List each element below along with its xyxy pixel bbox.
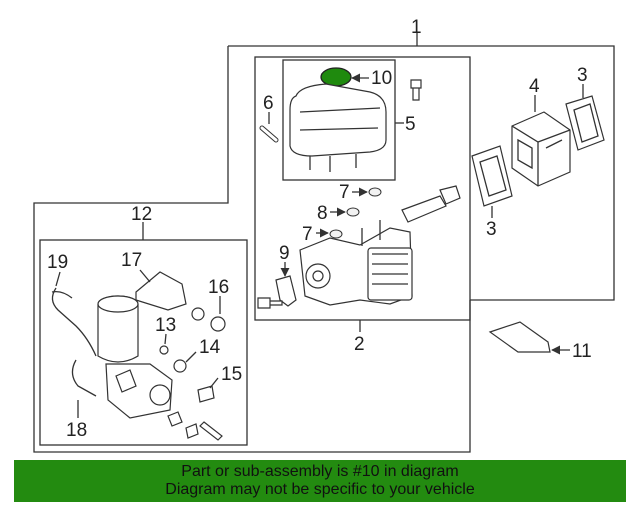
callout-18: 18 bbox=[66, 420, 87, 441]
part-14-grommet[interactable] bbox=[173, 359, 187, 373]
callout-16: 16 bbox=[208, 277, 229, 298]
part-16-grommet-a[interactable] bbox=[191, 307, 205, 321]
callout-1: 1 bbox=[411, 17, 422, 38]
leader-19 bbox=[55, 271, 61, 287]
part-16-grommet-b[interactable] bbox=[210, 316, 226, 332]
callout-5: 5 bbox=[405, 114, 416, 135]
part-7-grommet-upper[interactable] bbox=[368, 187, 382, 197]
callout-2: 2 bbox=[354, 334, 365, 355]
group-bolts bbox=[167, 411, 223, 441]
part-2-booster[interactable] bbox=[299, 185, 461, 306]
leader-13 bbox=[164, 333, 167, 345]
part-13-washer[interactable] bbox=[159, 345, 169, 355]
reservoir-ports bbox=[309, 154, 357, 172]
reservoir-ribs bbox=[299, 107, 381, 131]
callout-3a: 3 bbox=[577, 65, 588, 86]
leader-14 bbox=[185, 351, 197, 363]
part-3-gasket-left[interactable] bbox=[471, 145, 513, 207]
leader-15 bbox=[209, 377, 219, 389]
reservoir-bolt bbox=[410, 79, 422, 101]
callout-6: 6 bbox=[263, 93, 274, 114]
callout-13: 13 bbox=[155, 315, 176, 336]
callout-12: 12 bbox=[131, 204, 152, 225]
part-3-gasket-right[interactable] bbox=[565, 95, 605, 151]
part-8-grommet[interactable] bbox=[346, 207, 360, 217]
callout-3b: 3 bbox=[486, 219, 497, 240]
banner-line-2: Diagram may not be specific to your vehi… bbox=[165, 481, 475, 498]
part-18-hose[interactable] bbox=[71, 359, 97, 397]
assembly-1-frame bbox=[33, 45, 615, 453]
info-banner: Part or sub-assembly is #10 in diagram D… bbox=[14, 460, 626, 502]
callout-14: 14 bbox=[199, 337, 221, 358]
hose-clamp bbox=[51, 290, 73, 299]
callout-7a: 7 bbox=[339, 182, 350, 203]
callout-7b: 7 bbox=[302, 224, 313, 245]
part-4-bracket-box[interactable] bbox=[511, 111, 571, 187]
part-7-grommet-lower[interactable] bbox=[329, 229, 343, 239]
bracket-bolt bbox=[257, 297, 283, 309]
callout-15: 15 bbox=[221, 364, 242, 385]
part-11-plate[interactable] bbox=[488, 321, 551, 353]
pump-assembly[interactable] bbox=[97, 295, 173, 419]
banner-line-1: Part or sub-assembly is #10 in diagram bbox=[181, 463, 459, 480]
part-6-pin-core bbox=[260, 126, 278, 142]
callout-11: 11 bbox=[572, 341, 592, 362]
callout-17: 17 bbox=[121, 250, 142, 271]
part-10-cap[interactable] bbox=[320, 67, 352, 87]
callout-8: 8 bbox=[317, 203, 328, 224]
reservoir-box bbox=[282, 59, 396, 181]
part-5-reservoir[interactable] bbox=[289, 83, 387, 157]
leader-17 bbox=[139, 269, 151, 283]
part-15-bolt[interactable] bbox=[197, 385, 215, 403]
callout-9: 9 bbox=[279, 243, 290, 264]
part-19-hose[interactable] bbox=[51, 287, 97, 357]
callout-19: 19 bbox=[47, 252, 68, 273]
callout-10: 10 bbox=[371, 68, 392, 89]
part-17-bracket[interactable] bbox=[135, 271, 187, 311]
booster-box bbox=[254, 56, 471, 321]
callout-4: 4 bbox=[529, 76, 540, 97]
